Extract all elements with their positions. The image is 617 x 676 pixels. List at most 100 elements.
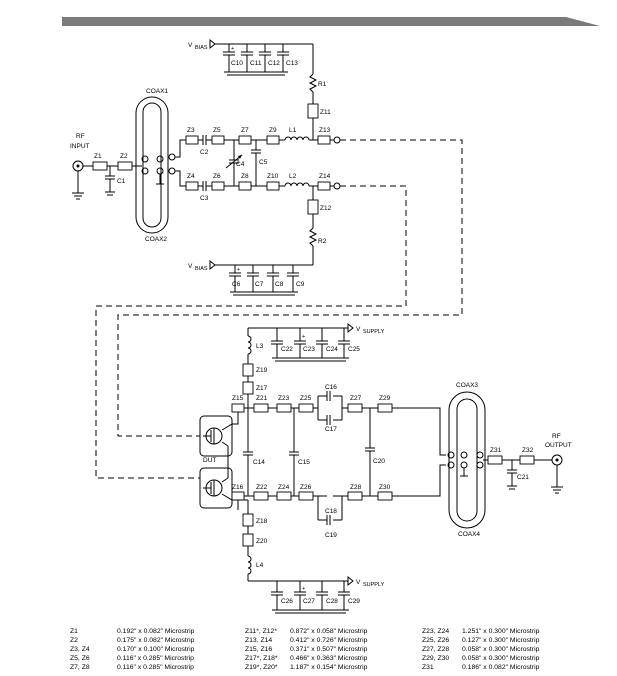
- legend-ref: Z11*, Z12*: [245, 628, 277, 635]
- vsupply-bottom-sub: SUPPLY: [363, 582, 385, 588]
- z1-microstrip: [92, 161, 108, 171]
- l4-label: L4: [256, 562, 264, 569]
- z31-label: Z31: [490, 447, 502, 454]
- legend-ref: Z1: [70, 628, 78, 635]
- c1-label: C1: [117, 178, 126, 185]
- c20-label: C20: [373, 458, 385, 465]
- vsupply-bottom-label: V: [356, 579, 361, 586]
- coax4-label: COAX4: [458, 531, 480, 538]
- r1-label: R1: [318, 81, 327, 88]
- z8-microstrip: [238, 181, 252, 191]
- z26-label: Z26: [300, 484, 312, 491]
- coax3-4-inner: [456, 398, 478, 522]
- z32-label: Z32: [522, 447, 534, 454]
- svg-text:+: +: [237, 267, 240, 273]
- z25-label: Z25: [300, 395, 312, 402]
- c14-label: C14: [253, 459, 265, 466]
- c16-label: C16: [325, 384, 337, 391]
- c7-label: C7: [255, 281, 264, 288]
- legend-ref: Z7, Z8: [70, 664, 90, 671]
- legend-row: Z1 0.192" x 0.082" Microstrip Z11*, Z12*…: [70, 627, 610, 636]
- c5-label: C5: [259, 159, 268, 166]
- legend-row: Z2 0.175" x 0.082" Microstrip Z13, Z14 0…: [70, 636, 610, 645]
- vbias-bottom-terminal: [209, 259, 216, 271]
- c9-label: C9: [296, 281, 305, 288]
- schematic: V BIAS + C10 C11 C12 C13 R1 Z11 RF INPUT…: [70, 38, 572, 614]
- z11-label: Z11: [320, 109, 331, 116]
- vbias-bottom-label: V: [188, 263, 193, 270]
- c15-label: C15: [298, 459, 310, 466]
- z22-label: Z22: [256, 484, 268, 491]
- c29-label: C29: [348, 598, 360, 605]
- z9-label: Z9: [269, 127, 277, 134]
- svg-text:+: +: [231, 46, 234, 52]
- legend-dim: 0.058" x 0.300" Microstrip: [462, 655, 540, 662]
- coax1-2-inner: [142, 102, 162, 228]
- z2-microstrip: [117, 161, 133, 171]
- legend-ref: Z19*, Z20*: [245, 664, 278, 671]
- z20-label: Z20: [256, 538, 268, 545]
- legend-ref: Z29, Z30: [422, 655, 450, 662]
- legend-dim: 0.371" x 0.507" Microstrip: [290, 646, 368, 653]
- z27-label: Z27: [350, 395, 362, 402]
- z30-microstrip: [377, 491, 393, 501]
- z19-microstrip: [242, 363, 254, 377]
- c6-c9-bank: [229, 265, 299, 296]
- l3-inductor: [247, 335, 252, 355]
- z11-microstrip: [307, 103, 319, 119]
- legend-dim: 0.192" x 0.082" Microstrip: [117, 628, 195, 635]
- z12-microstrip: [307, 199, 319, 215]
- c28-label: C28: [326, 598, 338, 605]
- l4-inductor: [247, 555, 252, 575]
- z5-microstrip: [211, 135, 225, 145]
- legend-ref: Z13, Z14: [245, 637, 273, 644]
- c23-label: C23: [303, 346, 315, 353]
- c26-c29-bank: [271, 581, 350, 614]
- l3-label: L3: [256, 343, 264, 350]
- z13-label: Z13: [319, 127, 331, 134]
- z32-microstrip: [519, 455, 535, 465]
- vsupply-top-terminal: [347, 322, 354, 334]
- legend-dim: 0.116" x 0.285" Microstrip: [117, 655, 194, 662]
- z6-microstrip: [211, 181, 225, 191]
- z13-microstrip: [317, 135, 331, 145]
- c8-label: C8: [275, 281, 284, 288]
- vbias-top-terminal: [209, 38, 216, 50]
- legend-ref: Z25, Z26: [422, 637, 450, 644]
- legend-ref: Z27, Z28: [422, 646, 450, 653]
- z8-label: Z8: [241, 173, 249, 180]
- c10-label: C10: [231, 60, 243, 67]
- header-bar: [62, 17, 600, 26]
- c17-label: C17: [325, 426, 337, 433]
- c11-label: C11: [250, 60, 262, 67]
- coax1-label: COAX1: [146, 88, 168, 95]
- r1-resistor: [308, 73, 318, 93]
- z16-microstrip: [231, 491, 245, 501]
- interstage-link-top: [117, 139, 463, 437]
- coax2-label: COAX2: [145, 236, 167, 243]
- z4-microstrip: [185, 181, 199, 191]
- z9-microstrip: [266, 135, 280, 145]
- coax1-2-outer: [135, 96, 169, 234]
- r2-label: R2: [318, 238, 327, 245]
- z5-label: Z5: [213, 127, 221, 134]
- z29-label: Z29: [379, 395, 391, 402]
- microstrip-legend: Z1 0.192" x 0.082" Microstrip Z11*, Z12*…: [70, 627, 610, 672]
- z14-microstrip: [317, 181, 331, 191]
- l1-inductor: [284, 136, 310, 141]
- legend-ref: Z2: [70, 637, 78, 644]
- z24-label: Z24: [278, 484, 290, 491]
- svg-text:+: +: [302, 334, 305, 340]
- legend-ref: Z5, Z6: [70, 655, 90, 662]
- rf-input-label-1: RF: [76, 133, 85, 140]
- c3-label: C3: [200, 195, 209, 202]
- z19-label: Z19: [256, 367, 268, 374]
- dut-label: DUT: [203, 457, 216, 464]
- c13-label: C13: [286, 60, 298, 67]
- legend-dim: 1.187" x 0.154" Microstrip: [290, 664, 368, 671]
- r2-resistor: [308, 227, 318, 247]
- z25-microstrip: [298, 403, 314, 413]
- z28-microstrip: [347, 491, 363, 501]
- z14-label: Z14: [319, 173, 331, 180]
- c18-label: C18: [325, 508, 337, 515]
